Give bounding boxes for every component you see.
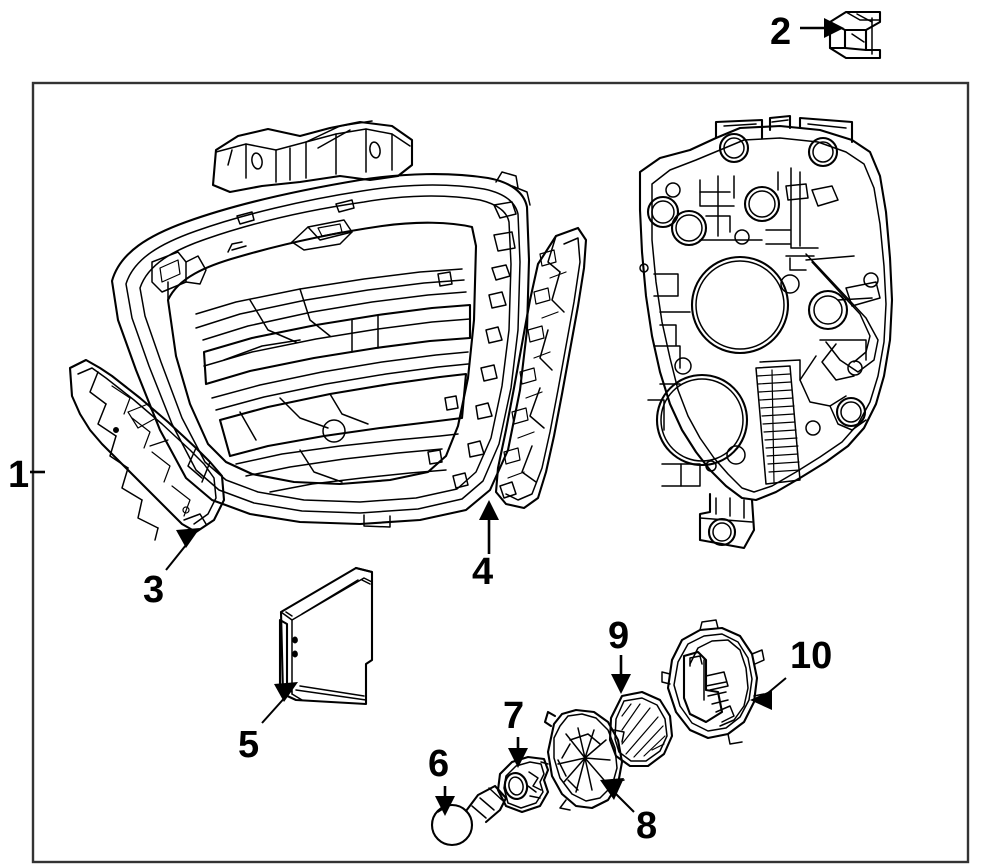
part-retainer-clip — [828, 10, 882, 60]
callout-7-leader — [508, 737, 528, 768]
callout-label-10: 10 — [790, 635, 832, 677]
part-vertical-trim-strip — [494, 226, 588, 510]
callout-label-7: 7 — [503, 695, 524, 737]
callout-4-leader — [479, 500, 499, 554]
callout-8-leader — [600, 778, 635, 813]
callout-6-leader — [435, 786, 455, 816]
callout-label-9: 9 — [608, 615, 629, 657]
part-housing-backplate — [638, 114, 894, 550]
callout-label-4: 4 — [472, 551, 493, 593]
callout-10-leader — [750, 677, 787, 710]
part-bulb-socket — [496, 755, 550, 814]
callout-5-leader — [261, 682, 298, 724]
part-signal-bulb — [430, 784, 508, 847]
callout-3-leader — [165, 528, 200, 571]
callout-label-1: 1 — [8, 454, 29, 496]
callout-label-8: 8 — [636, 805, 657, 847]
callout-label-3: 3 — [143, 569, 164, 611]
callout-9-leader — [611, 655, 631, 694]
callout-label-2: 2 — [770, 11, 791, 53]
part-socket-cover-cap — [661, 619, 765, 745]
callout-2-leader — [800, 18, 844, 38]
diagram-frame — [31, 81, 970, 864]
callout-label-6: 6 — [428, 743, 449, 785]
part-side-bracket — [68, 358, 226, 541]
part-lens-gasket — [608, 690, 674, 768]
callout-label-5: 5 — [238, 724, 259, 766]
part-headlamp-housing — [110, 120, 531, 528]
